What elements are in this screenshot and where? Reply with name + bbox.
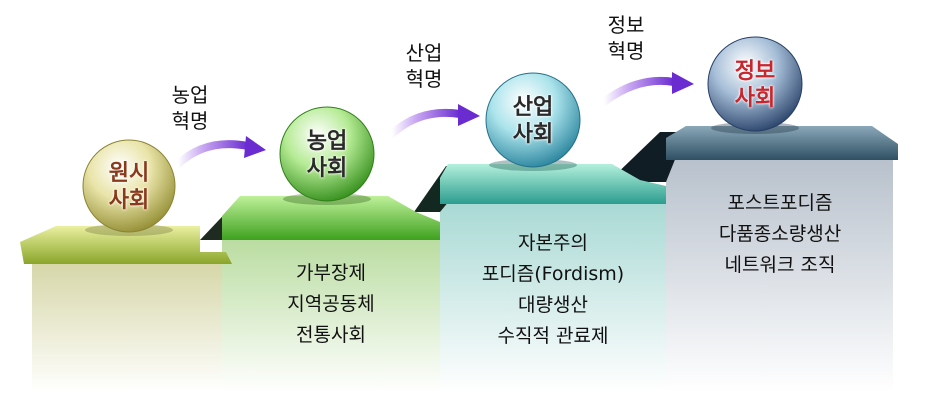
step-top-industrial bbox=[440, 164, 666, 204]
feature-item: 지역공동체 bbox=[287, 293, 375, 315]
revolution-label-line2: 혁명 bbox=[405, 67, 443, 91]
revolution-label-line1: 농업 bbox=[171, 83, 209, 107]
feature-item: 포디즘(Fordism) bbox=[481, 263, 625, 285]
stage-label-agricultural: 농업 사회 bbox=[287, 128, 367, 182]
step-top-primitive bbox=[20, 226, 232, 264]
revolution-label-line1: 산업 bbox=[405, 41, 443, 65]
feature-item: 네트워크 조직 bbox=[724, 254, 836, 276]
step-top-agricultural bbox=[222, 196, 440, 240]
feature-item: 전통사회 bbox=[296, 324, 366, 346]
orb-agricultural bbox=[279, 106, 375, 202]
stage-label-line2: 사회 bbox=[734, 86, 776, 111]
feature-item: 자본주의 bbox=[518, 232, 588, 254]
step-panel-information bbox=[666, 160, 893, 392]
stage-label-line2: 사회 bbox=[306, 156, 348, 181]
stage-label-line1: 원시 bbox=[108, 161, 150, 186]
feature-item: 수직적 관료제 bbox=[497, 325, 609, 347]
features-industrial: 자본주의 포디즘(Fordism) 대량생산 수직적 관료제 bbox=[444, 228, 662, 352]
revolution-label-line2: 혁명 bbox=[607, 39, 645, 63]
feature-item: 가부장제 bbox=[296, 262, 366, 284]
revolution-label-line1: 정보 bbox=[607, 13, 645, 37]
stage-label-line1: 산업 bbox=[512, 95, 554, 120]
stage-label-line2: 사회 bbox=[512, 122, 554, 147]
step-top-information bbox=[666, 126, 898, 160]
orb-information bbox=[707, 36, 803, 132]
stage-label-line2: 사회 bbox=[108, 188, 150, 213]
stage-label-information: 정보 사회 bbox=[715, 58, 795, 112]
revolution-label-line2: 혁명 bbox=[171, 109, 209, 133]
feature-item: 포스트포디즘 bbox=[727, 192, 833, 214]
step-panel-primitive bbox=[32, 262, 228, 392]
stage-label-industrial: 산업 사회 bbox=[493, 94, 573, 148]
stage-label-primitive: 원시 사회 bbox=[89, 160, 169, 214]
features-information: 포스트포디즘 다품종소량생산 네트워크 조직 bbox=[670, 188, 890, 281]
stage-label-line1: 정보 bbox=[734, 59, 776, 84]
revolution-label-agricultural: 농업 혁명 bbox=[160, 82, 220, 134]
feature-item: 대량생산 bbox=[518, 294, 588, 316]
stage-label-line1: 농업 bbox=[306, 129, 348, 154]
step-panel-industrial bbox=[440, 204, 666, 392]
features-agricultural: 가부장제 지역공동체 전통사회 bbox=[226, 258, 436, 351]
feature-item: 다품종소량생산 bbox=[718, 223, 842, 245]
arrow-agricultural-revolution bbox=[174, 136, 266, 168]
arrow-information-revolution bbox=[600, 72, 694, 106]
orb-industrial bbox=[485, 72, 581, 168]
arrow-industrial-revolution bbox=[388, 104, 480, 138]
orb-primitive bbox=[82, 139, 176, 233]
revolution-label-information: 정보 혁명 bbox=[596, 12, 656, 64]
revolution-label-industrial: 산업 혁명 bbox=[394, 40, 454, 92]
step-panel-agricultural bbox=[222, 238, 440, 392]
